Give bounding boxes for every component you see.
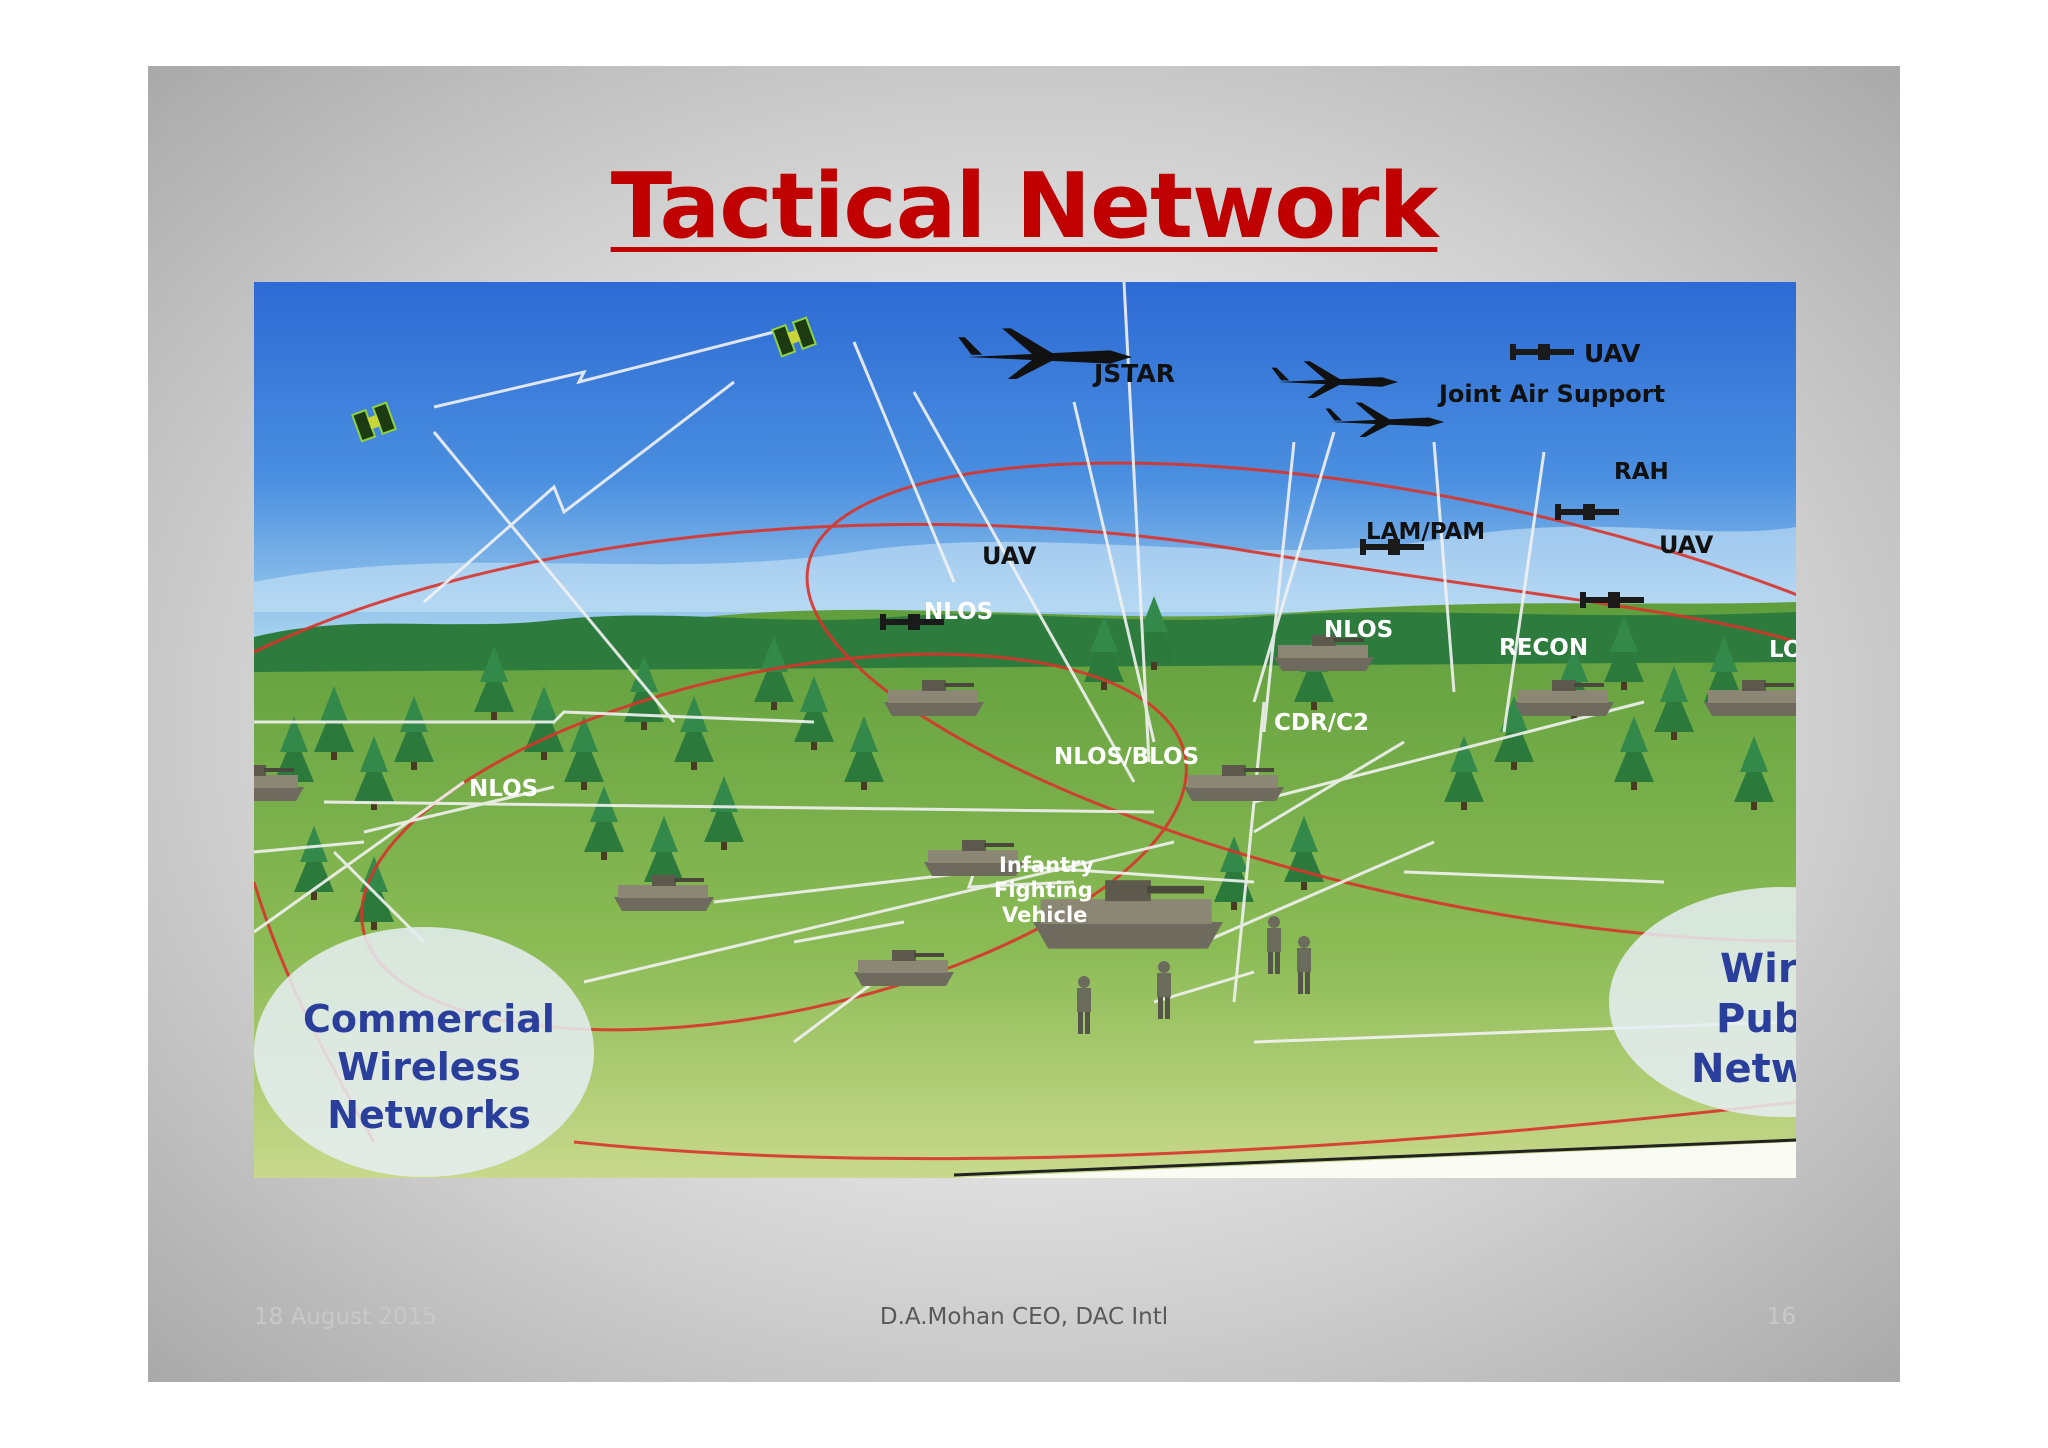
label-rah: RAH <box>1614 459 1669 485</box>
commercial-wireless-cloud: Commercial Wireless Networks <box>254 927 594 1177</box>
label-uav-mid: UAV <box>982 542 1037 570</box>
footer-date: 18 August 2015 <box>254 1304 437 1330</box>
label-nlos-1: NLOS <box>924 599 993 625</box>
tree-line <box>254 612 1796 672</box>
hills <box>254 602 1796 1178</box>
label-nlos-blos: NLOS/BLOS <box>1054 744 1199 770</box>
label-nlos-2: NLOS <box>1324 617 1393 643</box>
label-joint-air-support: Joint Air Support <box>1437 380 1665 408</box>
footer-page-number: 16 <box>1766 1304 1796 1330</box>
photo-edge <box>954 1142 1796 1178</box>
slide: Tactical Network <box>148 66 1900 1382</box>
public-cloud-line-3: Netw <box>1691 1046 1796 1092</box>
label-ifv-1: Infantry <box>999 853 1094 877</box>
commercial-cloud-line-1: Commercial <box>303 997 555 1041</box>
label-lam-pam: LAM/PAM <box>1366 519 1485 545</box>
slide-title: Tactical Network <box>610 154 1439 259</box>
public-wireless-cloud: Wire Pub Netw <box>1609 887 1796 1117</box>
public-cloud-line-1: Wire <box>1720 946 1796 992</box>
tactical-network-figure: Commercial Wireless Networks Wire Pub Ne… <box>254 282 1796 1178</box>
public-cloud-line-2: Pub <box>1716 996 1796 1042</box>
label-lo: LO <box>1769 637 1796 663</box>
label-ifv-3: Vehicle <box>1002 903 1087 927</box>
label-recon: RECON <box>1499 635 1588 661</box>
footer-author: D.A.Mohan CEO, DAC Intl <box>879 1304 1169 1330</box>
label-jstar: JSTAR <box>1092 359 1175 388</box>
commercial-cloud-line-2: Wireless <box>337 1045 521 1089</box>
commercial-cloud-line-3: Networks <box>327 1093 531 1137</box>
label-nlos-3: NLOS <box>469 776 538 802</box>
link-lines <box>254 282 1785 1044</box>
label-uav-right: UAV <box>1659 531 1714 559</box>
label-uav-top: UAV <box>1584 339 1641 368</box>
label-ifv-2: Fighting <box>994 878 1093 902</box>
label-cdr-c2: CDR/C2 <box>1274 710 1369 736</box>
